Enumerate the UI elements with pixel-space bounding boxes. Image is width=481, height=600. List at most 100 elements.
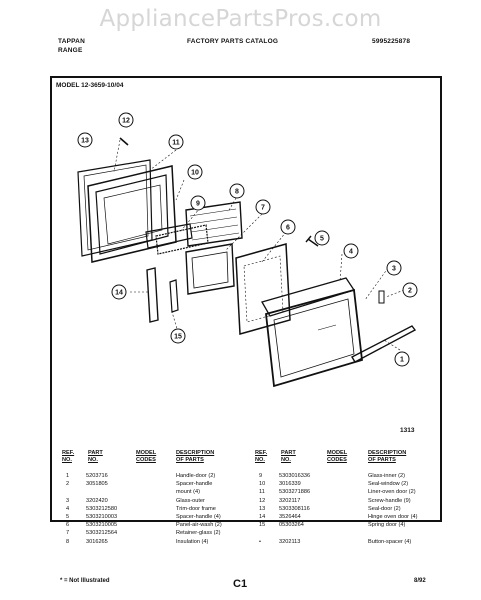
table-row-desc: Glass-inner (2)	[368, 473, 405, 479]
callout-6	[280, 219, 296, 235]
hinge-part	[146, 267, 159, 323]
catalog-title: FACTORY PARTS CATALOG	[187, 38, 279, 45]
product-type: RANGE	[58, 47, 83, 54]
table-row-ref: 10	[259, 481, 266, 488]
right-part-column: 5303016336 3016339 5303271886 3202117 53…	[279, 472, 310, 546]
table-row-part: 5303271886	[279, 489, 311, 496]
table-row-ref: 1	[66, 473, 70, 479]
table-row-desc: Glass-outer	[176, 497, 205, 504]
outer-glass-part	[265, 288, 363, 388]
header-part-no: PART NO.	[88, 450, 103, 463]
table-row-part: 3202117	[279, 497, 301, 504]
table-row-part: 5303212580	[86, 505, 118, 512]
model-number: MODEL 12-3659-10/04	[56, 82, 124, 89]
callout-5-label: 5	[320, 236, 324, 243]
figure-number: 1313	[400, 427, 415, 434]
table-row-desc: Handle-door (2)	[176, 473, 216, 479]
callout-7-label: 7	[261, 205, 265, 212]
not-illustrated-note: * = Not Illustrated	[60, 578, 110, 584]
table-row-ref	[66, 488, 69, 496]
callout-12	[118, 112, 134, 128]
liner-screw-part	[119, 137, 129, 146]
catalog-date: 8/92	[414, 578, 426, 584]
table-row-part: 05303264	[279, 522, 304, 529]
callout-8-label: 8	[235, 189, 239, 196]
callout-12-label: 12	[122, 118, 130, 125]
table-row-ref: 3	[66, 497, 70, 504]
table-row-part: 5303308116	[279, 505, 310, 512]
callout-14-label: 14	[115, 290, 123, 297]
table-row-desc: Screw-handle (9)	[368, 497, 411, 504]
table-row-ref: •	[259, 538, 261, 545]
table-row-desc: Hinge oven door (4)	[368, 513, 418, 520]
callout-2-label: 2	[408, 288, 412, 295]
table-row-part: 3526464	[279, 513, 301, 520]
brand-name: TAPPAN	[58, 38, 85, 45]
header-ref-no: REF. NO.	[62, 450, 75, 463]
callout-13	[77, 132, 93, 148]
table-row-part: 5303210003	[86, 513, 118, 520]
callout-11-label: 11	[172, 140, 180, 147]
table-row-part: 3202113	[279, 538, 301, 545]
table-row-part: 5203716	[86, 473, 108, 479]
table-row-part: 5303212564	[86, 530, 118, 537]
callout-2	[402, 282, 418, 298]
handle-spacer-part	[378, 290, 385, 304]
right-ref-column: 9 10 11 12 13 14 15 •	[259, 472, 265, 546]
right-desc-column: Glass-inner (2) Seal-window (2) Liner-ov…	[368, 472, 417, 546]
table-row-ref: 11	[259, 489, 265, 496]
table-row-part	[86, 488, 117, 496]
callout-8	[229, 183, 245, 199]
table-row-desc: Spacer-handle	[176, 481, 213, 488]
table-row-ref: 6	[66, 522, 70, 529]
table-row-desc: Trim-door frame	[176, 505, 216, 512]
table-row-ref: 13	[259, 505, 266, 512]
table-row-desc: Seal-window (2)	[368, 481, 409, 488]
table-row-desc: Spacer-handle (4)	[176, 513, 221, 520]
table-row-part: 5303016336	[279, 473, 311, 479]
callout-9	[190, 195, 206, 211]
callout-15	[170, 328, 186, 344]
table-row-desc: Button-spacer (4)	[368, 538, 412, 545]
door-handle-part	[351, 325, 417, 363]
callout-4-label: 4	[349, 249, 353, 256]
catalog-number: 5995225878	[372, 38, 411, 45]
callout-11	[168, 134, 184, 150]
table-row-desc: Panel-air-wash (2)	[176, 522, 222, 529]
table-row-part: 3016265	[86, 538, 108, 545]
callout-14	[111, 284, 127, 300]
callout-1	[394, 351, 410, 367]
callout-7	[255, 199, 271, 215]
table-row-desc: mount (4)	[176, 489, 200, 496]
callout-3-label: 3	[392, 266, 396, 273]
glass-retainer-part	[185, 243, 235, 295]
header-model-codes: MODEL CODES	[136, 450, 157, 463]
table-row-part: 5303210005	[86, 522, 118, 529]
table-row-part: 3016339	[279, 481, 301, 488]
header-description: DESCRIPTION OF PARTS	[176, 450, 215, 463]
header-description-right: DESCRIPTION OF PARTS	[368, 450, 407, 463]
table-row-ref: 2	[66, 481, 70, 488]
insulation-part	[185, 201, 243, 247]
table-row-desc	[368, 529, 417, 537]
table-row-desc: Retainer-glass (2)	[176, 530, 221, 537]
door-liner-part	[87, 165, 177, 263]
callout-10-label: 10	[191, 170, 199, 177]
callout-6-label: 6	[286, 225, 290, 232]
left-ref-column: 1 2 3 4 5 6 7 8	[66, 472, 69, 546]
watermark: AppliancePartsPros.com	[99, 6, 382, 32]
callout-3	[386, 260, 402, 276]
table-row-desc: Seal-door (2)	[368, 505, 401, 512]
table-row-part	[279, 529, 310, 537]
table-row-desc: Liner-oven door (2)	[368, 489, 416, 496]
table-row-ref: 7	[66, 530, 70, 537]
header-part-no-right: PART NO.	[281, 450, 296, 463]
callout-13-label: 13	[81, 138, 89, 145]
page-code: C1	[233, 578, 248, 590]
airwash-panel-part	[235, 243, 291, 335]
callout-1-label: 1	[400, 357, 404, 364]
left-desc-column: Handle-door (2) Spacer-handle mount (4) …	[176, 472, 222, 546]
header-ref-no-right: REF. NO.	[255, 450, 268, 463]
table-row-ref: 15	[259, 522, 266, 529]
table-row-ref: 12	[259, 497, 266, 504]
